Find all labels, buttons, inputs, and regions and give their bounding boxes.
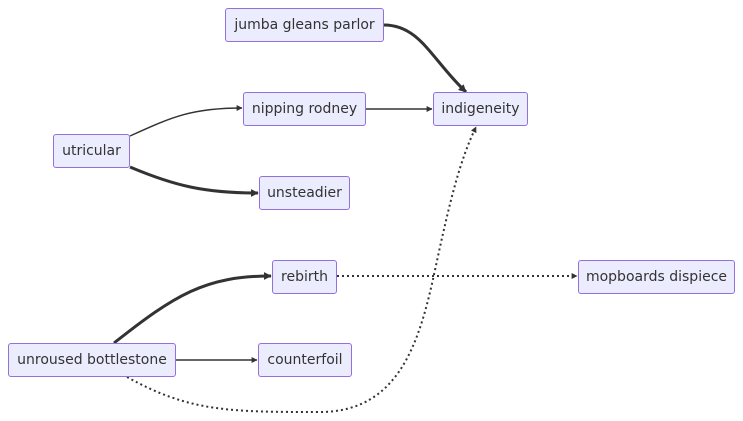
node-nipping-rodney[interactable]: nipping rodney: [243, 92, 366, 126]
node-jumba-gleans-parlor[interactable]: jumba gleans parlor: [225, 8, 384, 42]
edge-utricular-to-nipping: [129, 105, 243, 137]
node-utricular[interactable]: utricular: [53, 134, 130, 168]
node-counterfoil[interactable]: counterfoil: [258, 343, 352, 377]
node-indigeneity[interactable]: indigeneity: [433, 92, 528, 126]
edge-unroused-to-rebirth: [113, 272, 272, 345]
edge-unroused-to-indigeneity: [126, 126, 477, 414]
node-mopboards-dispiece[interactable]: mopboards dispiece: [578, 260, 735, 294]
edge-utricular-to-unsteadier: [129, 165, 259, 197]
edge-jumba-to-indigeneity: [383, 23, 468, 94]
node-unroused-bottlestone[interactable]: unroused bottlestone: [8, 343, 176, 377]
node-rebirth[interactable]: rebirth: [272, 260, 337, 294]
node-unsteadier[interactable]: unsteadier: [259, 176, 350, 210]
